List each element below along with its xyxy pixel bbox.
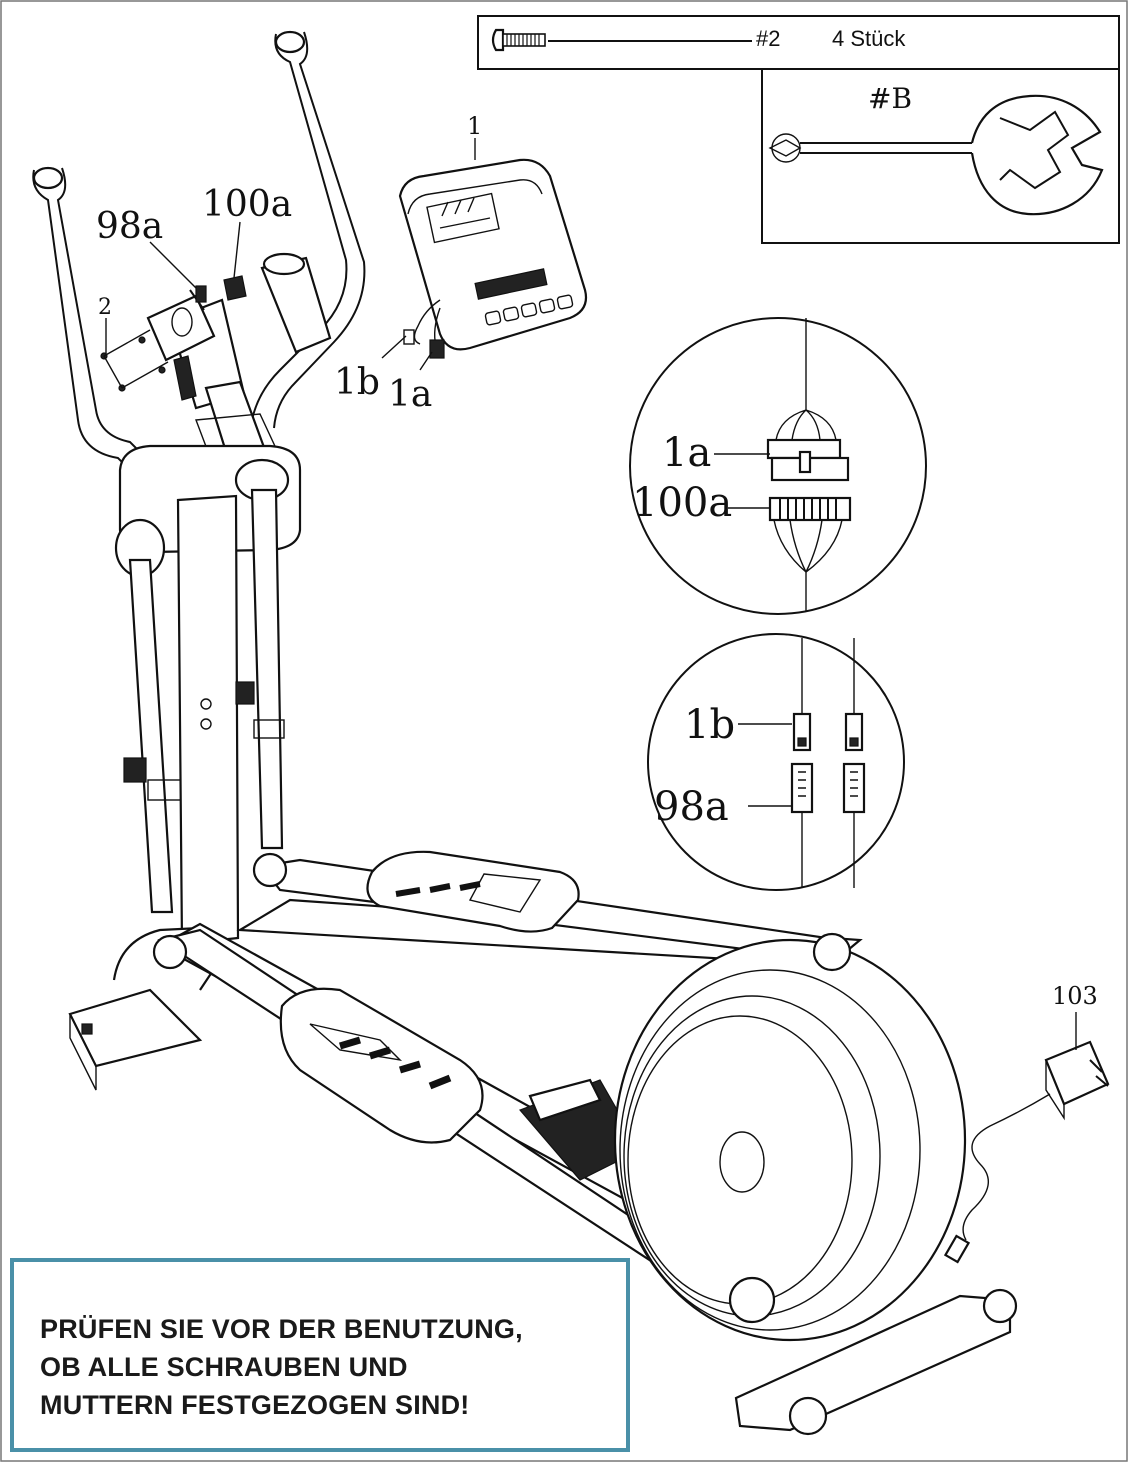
tool-box: #B xyxy=(761,68,1120,244)
connector-100a xyxy=(223,275,247,301)
console-part-1 xyxy=(398,158,588,359)
detail-circle-connector xyxy=(629,317,927,615)
detail-label-1b: 1b xyxy=(684,702,735,748)
part-100a-leader xyxy=(233,221,241,279)
part-98a-leader xyxy=(149,241,197,289)
elliptical-frame xyxy=(32,30,1018,1436)
screw-icon xyxy=(491,28,546,52)
wrench-icon xyxy=(768,94,1104,216)
pedal-left xyxy=(279,987,484,1144)
hardware-box: #2 4 Stück xyxy=(477,15,1120,70)
label-part-100a: 100a xyxy=(202,184,292,225)
power-adapter-103 xyxy=(943,1040,1110,1264)
bracket-part-2 xyxy=(100,294,216,392)
screw-quantity: 4 Stück xyxy=(832,26,906,51)
screw-label: #2 xyxy=(756,26,780,51)
label-part-103: 103 xyxy=(1052,982,1098,1010)
pedal-right xyxy=(366,850,580,933)
detail-circle-plug xyxy=(647,633,905,891)
label-part-1b: 1b xyxy=(334,362,380,403)
detail-label-98a: 98a xyxy=(654,784,729,830)
cable-98a xyxy=(189,285,207,311)
label-part-2: 2 xyxy=(98,295,112,320)
label-part-98a: 98a xyxy=(96,206,163,247)
flywheel xyxy=(613,938,967,1342)
label-part-1: 1 xyxy=(467,112,482,140)
safety-notice-box: PRÜFEN SIE VOR DER BENUTZUNG, OB ALLE SC… xyxy=(10,1258,630,1452)
detail-label-1a: 1a xyxy=(662,430,711,476)
label-part-1a: 1a xyxy=(388,374,432,415)
notice-line-1: PRÜFEN SIE VOR DER BENUTZUNG, xyxy=(40,1314,523,1344)
tool-label: #B xyxy=(868,82,912,115)
notice-line-3: MUTTERN FESTGEZOGEN SIND! xyxy=(40,1390,470,1420)
notice-line-2: OB ALLE SCHRAUBEN UND xyxy=(40,1352,408,1382)
part-1a-leader xyxy=(419,351,433,371)
part-1b-leader xyxy=(381,335,407,359)
detail-label-100a: 100a xyxy=(632,480,732,526)
